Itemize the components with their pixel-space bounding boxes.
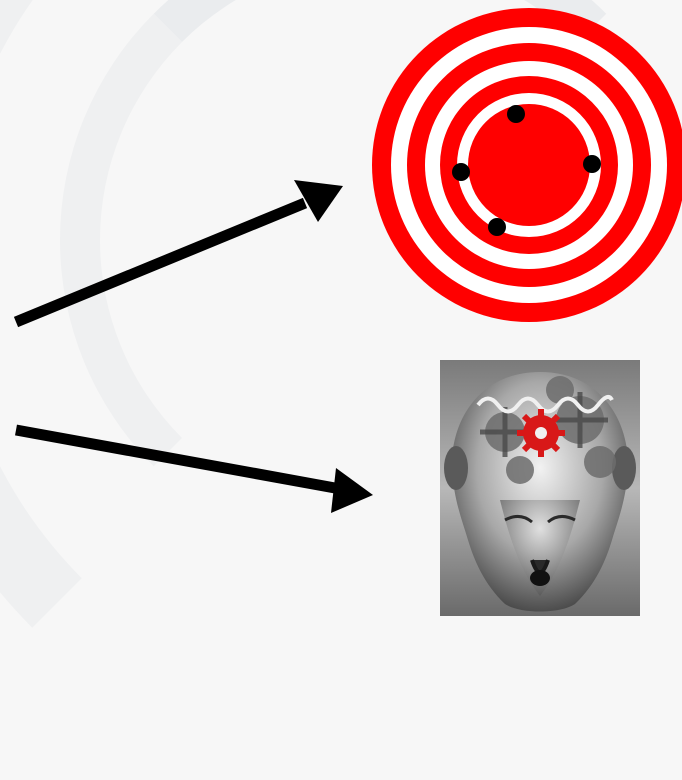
arrow-right-down-icon: [16, 430, 373, 513]
hit-dot: [583, 155, 601, 173]
gear-icon: [517, 409, 565, 457]
hit-dot: [452, 163, 470, 181]
bullseye-target-icon: [372, 8, 682, 322]
diagram-canvas: [0, 0, 682, 616]
arrow-right-up-icon: [16, 180, 343, 322]
hit-dot: [488, 218, 506, 236]
head-with-gears-icon: [440, 360, 640, 616]
hit-dot: [507, 105, 525, 123]
